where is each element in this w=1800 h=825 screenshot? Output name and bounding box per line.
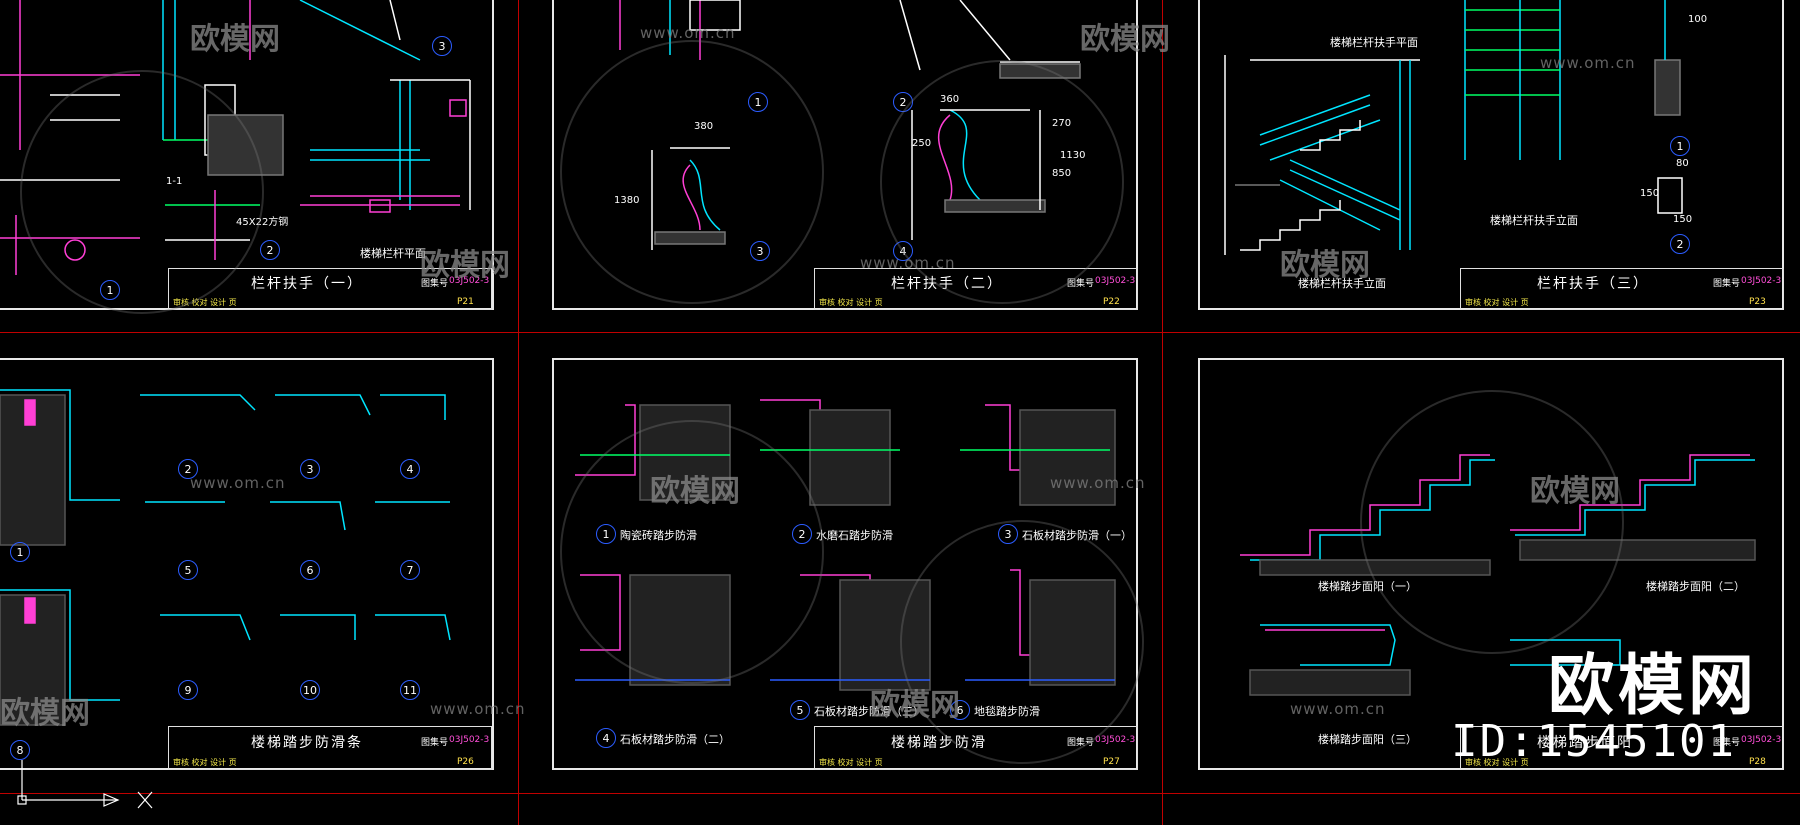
dimension-text: 150 bbox=[1640, 188, 1660, 199]
p28-detail-caption: 楼梯踏步面阳（二） bbox=[1646, 580, 1745, 593]
sheet-page: P26 bbox=[457, 757, 474, 767]
watermark-site: www.om.cn bbox=[430, 700, 526, 718]
sign-row: 审核 校对 设计 页 bbox=[1465, 758, 1529, 767]
detail-marker: 9 bbox=[178, 680, 198, 700]
titleblock-p21: 栏杆扶手（一） 图集号 03J502-3 审核 校对 设计 页 P21 bbox=[168, 268, 492, 310]
sheet-page: P22 bbox=[1103, 297, 1120, 307]
p26-nosing-profiles bbox=[0, 389, 451, 726]
watermark-logo: 欧模网 bbox=[0, 696, 90, 731]
sheet-title: 栏杆扶手（三） bbox=[1537, 276, 1649, 292]
titleblock-label: 图集号 bbox=[1713, 738, 1741, 748]
dimension-text: 45X22方钢 bbox=[236, 217, 289, 228]
titleblock-label: 图集号 bbox=[1713, 279, 1741, 289]
sheet-page: P28 bbox=[1749, 757, 1766, 767]
titleblock-label: 图集号 bbox=[421, 279, 449, 289]
watermark-ring bbox=[1360, 390, 1624, 654]
sheet-boundary-h bbox=[0, 332, 1800, 333]
watermark-ring bbox=[880, 60, 1124, 304]
detail-marker: 11 bbox=[400, 680, 420, 700]
watermark-logo: 欧模网 bbox=[870, 688, 960, 723]
ucs-axis-icon bbox=[17, 760, 153, 809]
p21-caption: 楼梯栏杆平面 bbox=[360, 247, 426, 260]
detail-marker: 10 bbox=[300, 680, 320, 700]
detail-marker: 2 bbox=[1670, 234, 1690, 254]
brand-id: ID:1545101 bbox=[1451, 716, 1736, 767]
watermark-logo: 欧模网 bbox=[650, 474, 740, 509]
watermark-logo: 欧模网 bbox=[420, 248, 510, 283]
watermark-logo: 欧模网 bbox=[1080, 22, 1170, 57]
sheet-title: 楼梯踏步防滑条 bbox=[251, 735, 363, 751]
detail-marker: 4 bbox=[400, 459, 420, 479]
watermark-ring bbox=[560, 40, 824, 304]
watermark-site: www.om.cn bbox=[1050, 474, 1146, 492]
sheet-code: 03J502-3 bbox=[1095, 276, 1136, 286]
dimension-text: 100 bbox=[1688, 14, 1708, 25]
detail-marker: 4 bbox=[596, 728, 616, 748]
detail-marker: 5 bbox=[178, 560, 198, 580]
sign-row: 审核 校对 设计 页 bbox=[173, 298, 237, 307]
watermark-site: www.om.cn bbox=[640, 24, 736, 42]
watermark-logo: 欧模网 bbox=[1530, 474, 1620, 509]
p27-detail-caption: 水磨石踏步防滑 bbox=[816, 529, 893, 542]
watermark-ring bbox=[900, 520, 1144, 764]
sheet-code: 03J502-3 bbox=[1741, 276, 1782, 286]
dimension-text: 80 bbox=[1676, 158, 1689, 169]
detail-marker: 2 bbox=[260, 240, 280, 260]
sheet-code: 03J502-3 bbox=[449, 276, 490, 286]
watermark-site: www.om.cn bbox=[1290, 700, 1386, 718]
sheet-title: 楼梯踏步面阳 bbox=[1537, 735, 1633, 751]
detail-marker: 1 bbox=[10, 542, 30, 562]
sheet-code: 03J502-3 bbox=[1741, 735, 1782, 745]
p27-detail-caption: 石板材踏步防滑（三） bbox=[814, 705, 924, 718]
p23-railing-details bbox=[1224, 0, 1683, 255]
watermark-logo: 欧模网 bbox=[190, 22, 280, 57]
watermark-ring bbox=[560, 420, 824, 684]
watermark-logo: 欧模网 bbox=[1280, 248, 1370, 283]
sheet-boundary-v2 bbox=[1162, 0, 1163, 825]
p23-caption: 楼梯栏杆扶手立面 bbox=[1298, 277, 1386, 290]
detail-marker: 2 bbox=[178, 459, 198, 479]
sheet-title: 栏杆扶手（一） bbox=[251, 276, 363, 292]
titleblock-p26: 楼梯踏步防滑条 图集号 03J502-3 审核 校对 设计 页 P26 bbox=[168, 726, 492, 770]
sign-row: 审核 校对 设计 页 bbox=[819, 758, 883, 767]
p23-caption: 楼梯栏杆扶手平面 bbox=[1330, 36, 1418, 49]
sheet-boundary-v1 bbox=[518, 0, 519, 825]
p27-detail-caption: 石板材踏步防滑（二） bbox=[620, 733, 730, 746]
titleblock-p28: 楼梯踏步面阳 图集号 03J502-3 审核 校对 设计 页 P28 bbox=[1460, 726, 1784, 770]
detail-marker: 1 bbox=[1670, 136, 1690, 156]
detail-marker: 3 bbox=[300, 459, 320, 479]
watermark-site: www.om.cn bbox=[190, 474, 286, 492]
sheet-code: 03J502-3 bbox=[1095, 735, 1136, 745]
p23-caption: 楼梯栏杆扶手立面 bbox=[1490, 214, 1578, 227]
sheet-boundary-bottom bbox=[0, 793, 1800, 794]
detail-marker: 5 bbox=[790, 700, 810, 720]
sheet-page: P27 bbox=[1103, 757, 1120, 767]
sign-row: 审核 校对 设计 页 bbox=[173, 758, 237, 767]
watermark-site: www.om.cn bbox=[1540, 54, 1636, 72]
sign-row: 审核 校对 设计 页 bbox=[819, 298, 883, 307]
detail-marker: 3 bbox=[432, 36, 452, 56]
detail-marker: 6 bbox=[300, 560, 320, 580]
detail-marker: 7 bbox=[400, 560, 420, 580]
titleblock-label: 图集号 bbox=[1067, 279, 1095, 289]
titleblock-label: 图集号 bbox=[421, 738, 449, 748]
watermark-ring bbox=[20, 70, 264, 314]
p28-detail-caption: 楼梯踏步面阳（三） bbox=[1318, 733, 1417, 746]
sign-row: 审核 校对 设计 页 bbox=[1465, 298, 1529, 307]
sheet-page: P23 bbox=[1749, 297, 1766, 307]
dimension-text: 150 bbox=[1673, 214, 1693, 225]
detail-marker: 8 bbox=[10, 740, 30, 760]
sheet-code: 03J502-3 bbox=[449, 735, 490, 745]
sheet-page: P21 bbox=[457, 297, 474, 307]
titleblock-p23: 栏杆扶手（三） 图集号 03J502-3 审核 校对 设计 页 P23 bbox=[1460, 268, 1784, 310]
brand-name: 欧模网 bbox=[1548, 647, 1758, 724]
watermark-site: www.om.cn bbox=[860, 254, 956, 272]
